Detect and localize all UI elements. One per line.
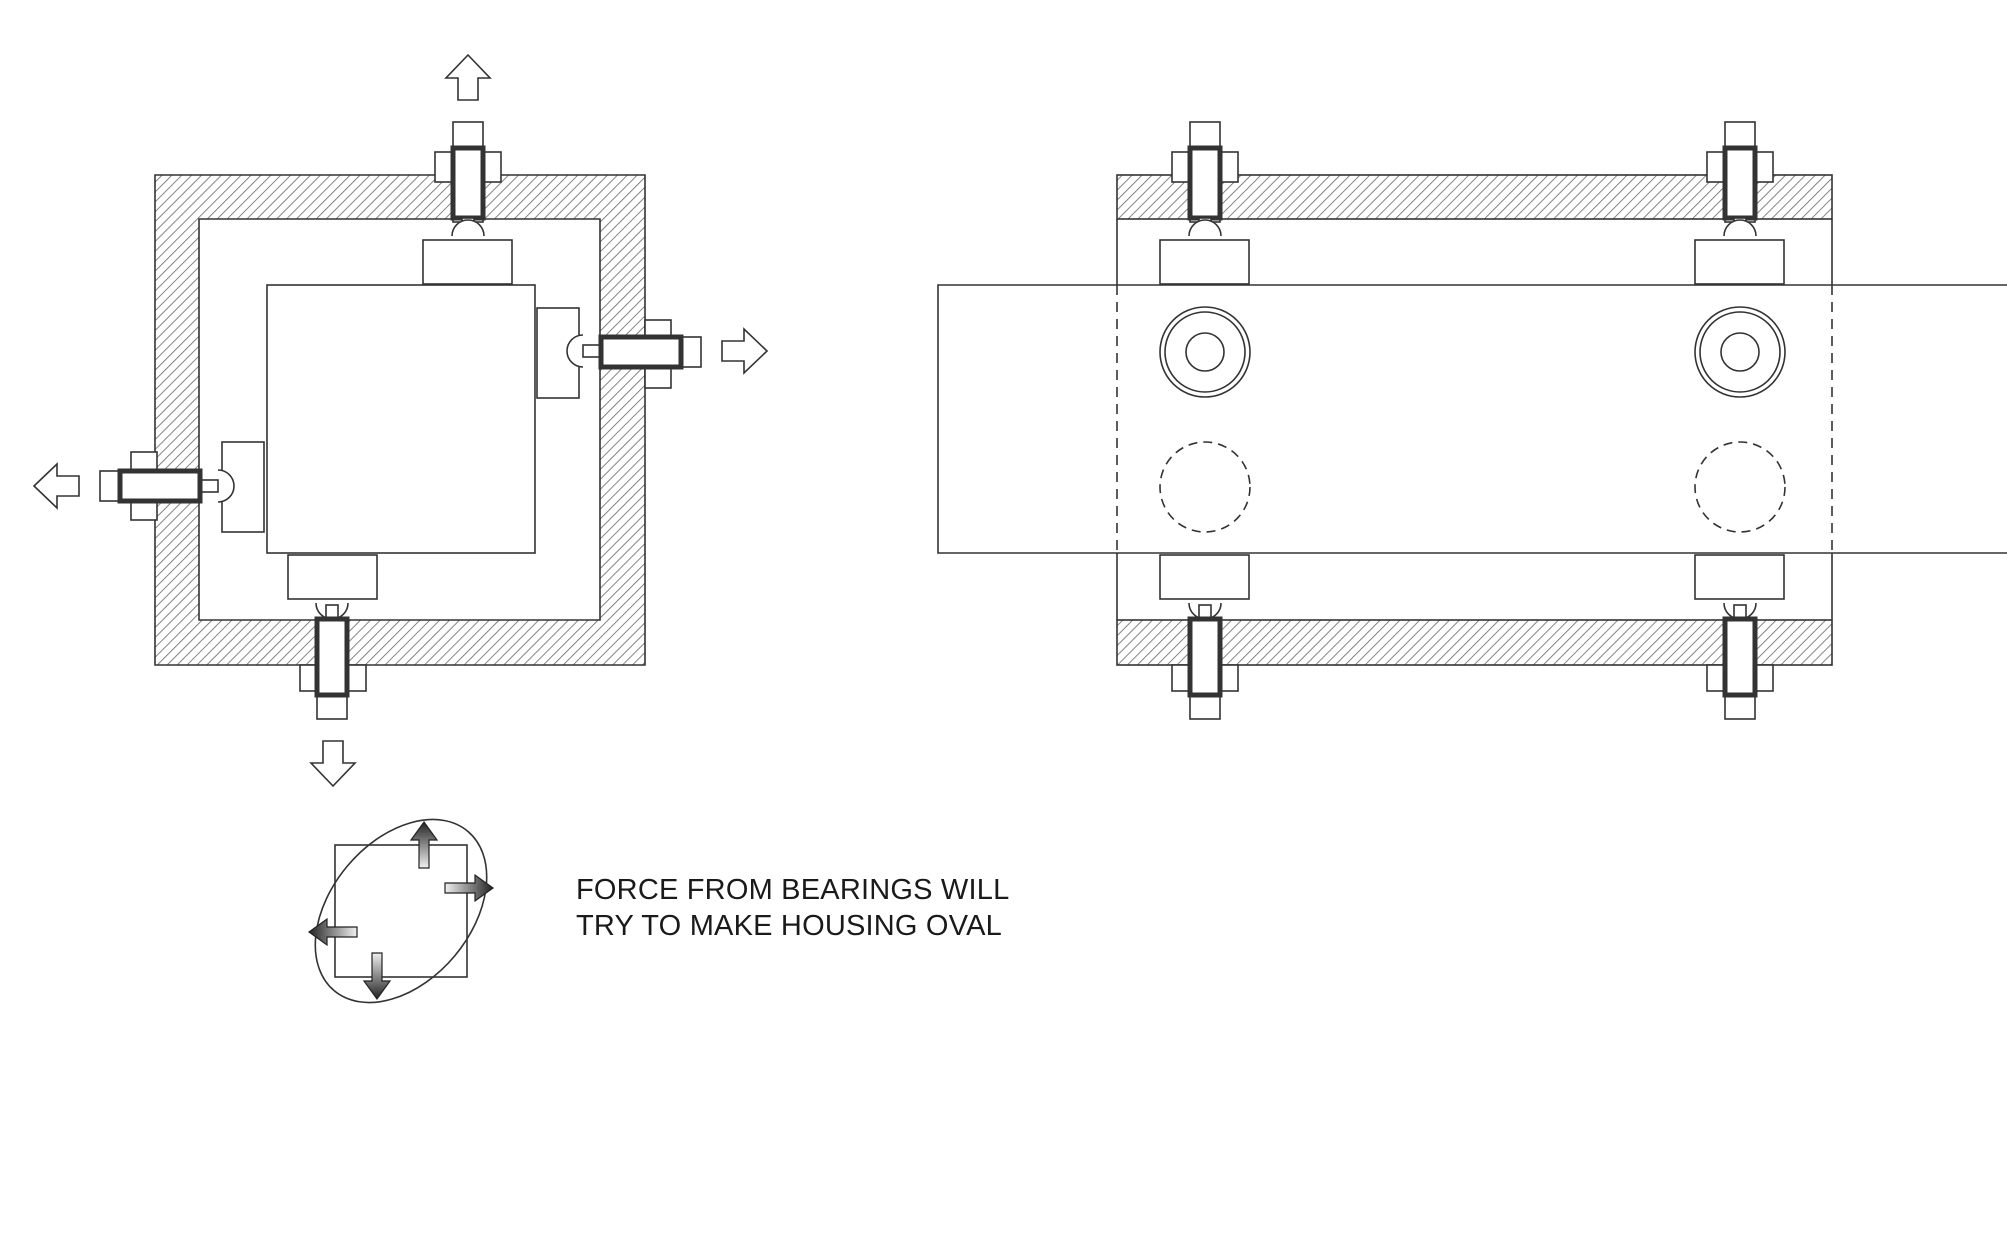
right-bottom-bolt-left xyxy=(1159,554,1250,720)
annotation-text: FORCE FROM BEARINGS WILL TRY TO MAKE HOU… xyxy=(576,872,1009,944)
arrow-left-icon xyxy=(32,462,80,510)
annotation-line-1: FORCE FROM BEARINGS WILL xyxy=(576,874,1010,906)
left-top-bearing xyxy=(422,121,513,285)
bearing-circle-right xyxy=(1694,306,1786,398)
hidden-circle-right xyxy=(1694,441,1786,533)
arrow-up-icon xyxy=(444,53,492,101)
right-top-bolt-right xyxy=(1694,121,1785,285)
annotation-line-2: TRY TO MAKE HOUSING OVAL xyxy=(576,910,1002,942)
force-arrow-right-icon xyxy=(444,873,495,903)
force-arrow-up-icon xyxy=(409,820,439,869)
right-housing-bottom-wall xyxy=(1116,619,1833,666)
bearing-circle-left xyxy=(1159,306,1251,398)
hidden-circle-left xyxy=(1159,441,1251,533)
right-top-bolt-left xyxy=(1159,121,1250,285)
force-arrow-down-icon xyxy=(362,952,392,1001)
left-left-bearing xyxy=(99,441,265,533)
right-bottom-bolt-right xyxy=(1694,554,1785,720)
right-housing-sides xyxy=(1116,219,1833,620)
arrow-down-icon xyxy=(309,740,357,788)
left-inner-block xyxy=(266,284,536,554)
right-shaft-beam xyxy=(937,284,2007,554)
force-arrow-left-icon xyxy=(307,917,358,947)
ovalization-sketch xyxy=(307,818,495,1004)
left-right-bearing xyxy=(536,307,702,399)
left-bottom-bearing xyxy=(287,554,378,720)
arrow-right-icon xyxy=(721,327,769,375)
